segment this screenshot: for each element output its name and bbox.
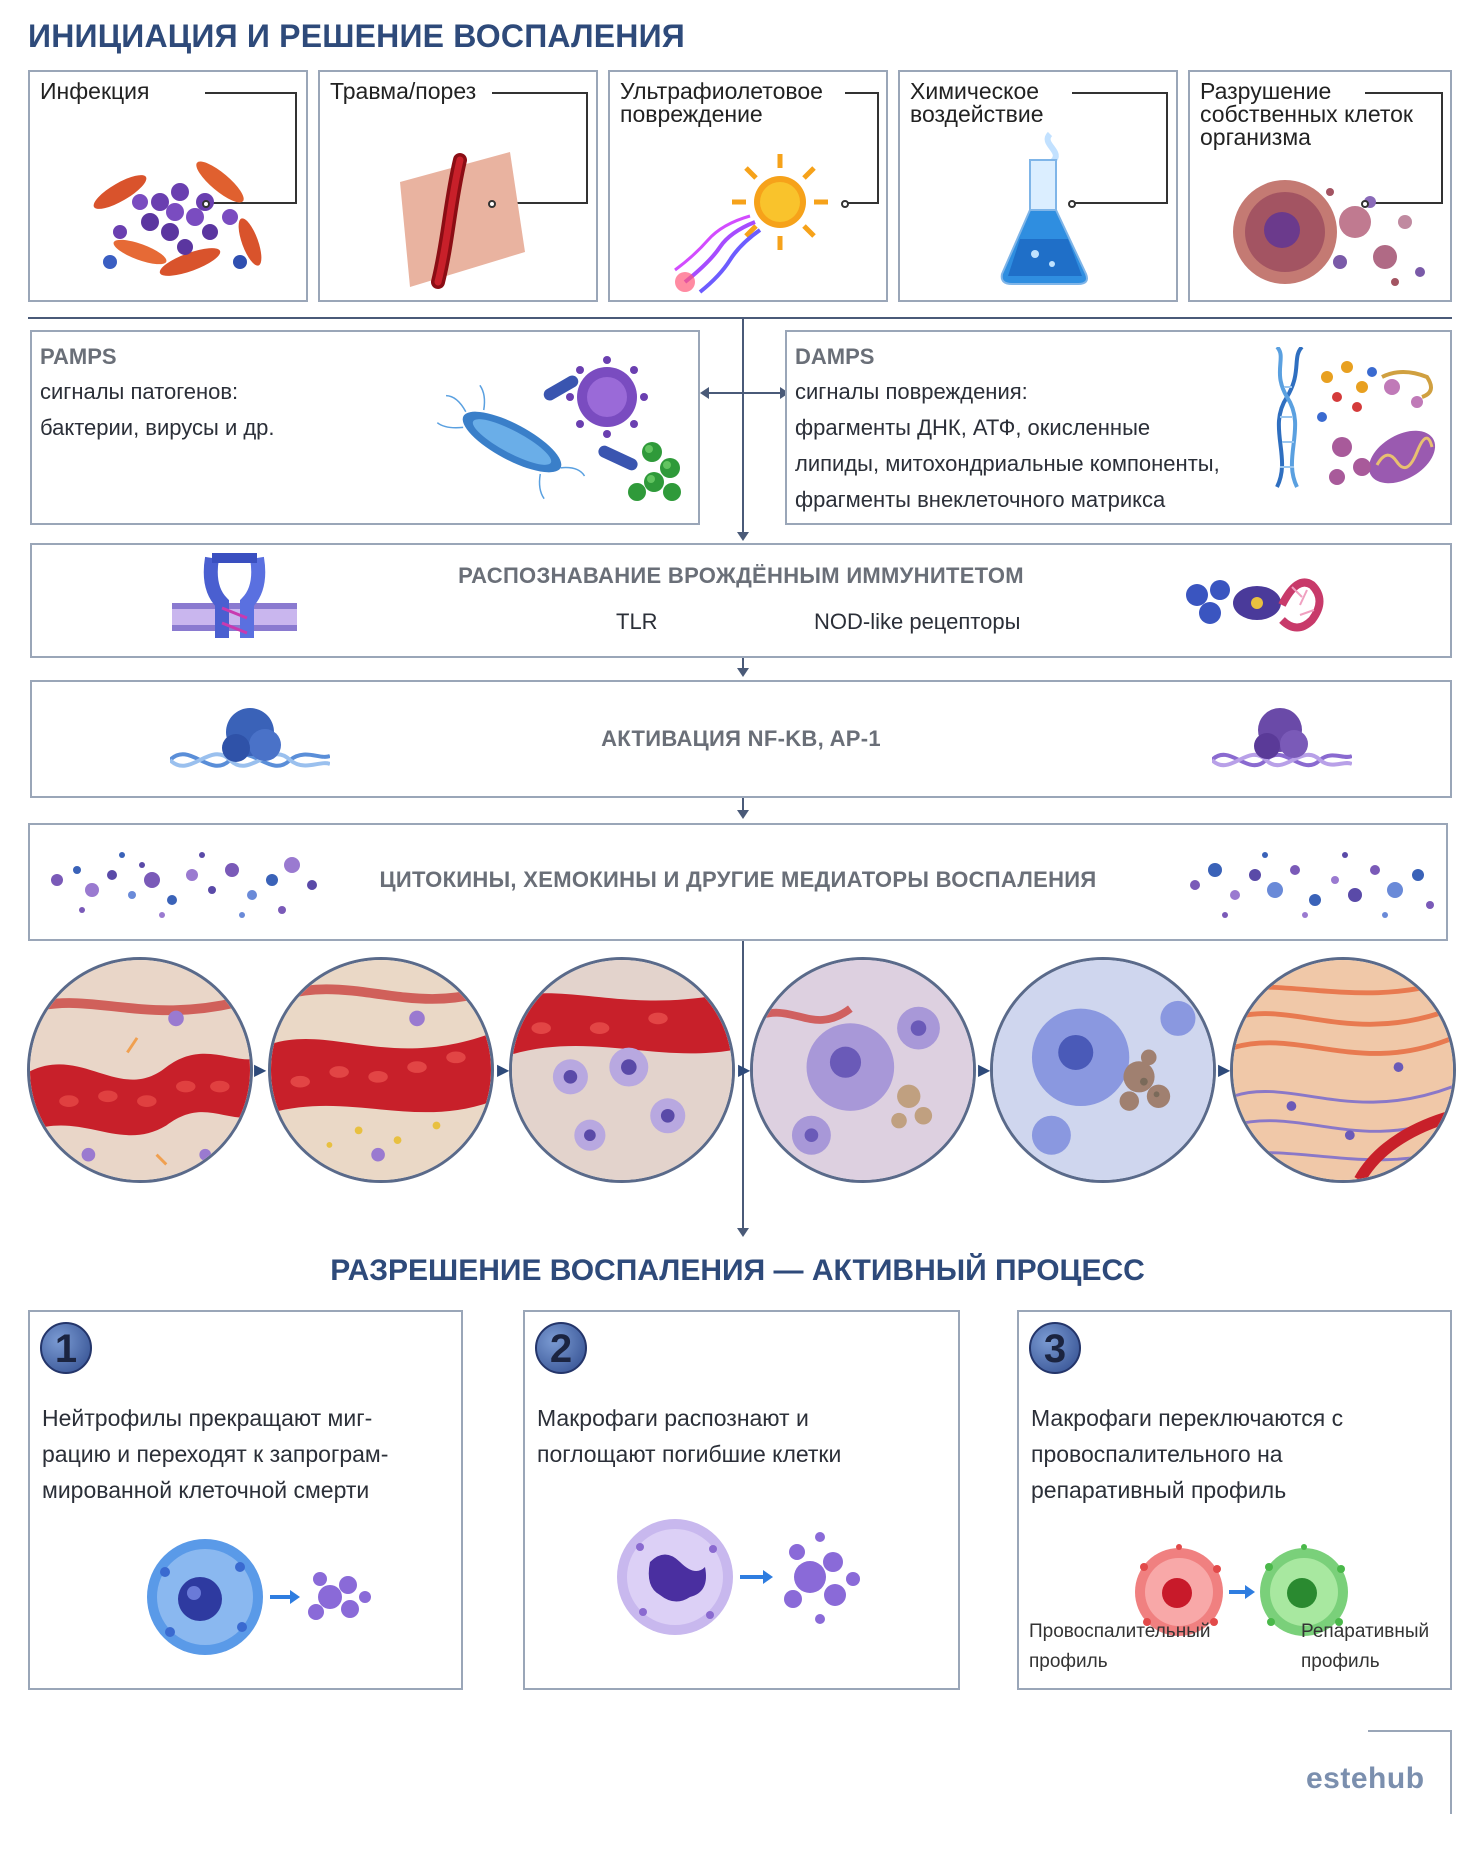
- pathogens-icon: [436, 356, 681, 501]
- cause-label: Инфекция: [40, 78, 150, 104]
- neutrophil-apoptosis-icon: [147, 1539, 371, 1655]
- damps-heading: DAMPS: [795, 344, 875, 369]
- arrow-icon: [737, 668, 749, 677]
- cause-label: Травма/порез: [330, 78, 477, 104]
- brand-logo[interactable]: estehub: [1306, 1762, 1425, 1795]
- flask-icon: [1000, 131, 1088, 285]
- sun-icon: [674, 154, 828, 294]
- cause-cell-damage-card: Разрушение собственных клеток организма: [1188, 70, 1452, 302]
- damps-line: липиды, митохондриальные компоненты,: [795, 451, 1220, 476]
- tlr-receptor-icon: [172, 553, 297, 638]
- flow-line: [742, 798, 744, 810]
- recognition-card: РАСПОЗНАВАНИЕ ВРОЖДЁННЫМ ИММУНИТЕТОМ TLR…: [30, 543, 1452, 658]
- activation-card: АКТИВАЦИЯ NF-KB, AP-1: [30, 680, 1452, 798]
- nod-receptor-icon: [1186, 578, 1324, 632]
- profile-pro-label: Провоспалительный: [1029, 1621, 1211, 1642]
- step-text-line: репаративный профиль: [1031, 1477, 1287, 1503]
- activation-title: АКТИВАЦИЯ NF-KB, AP-1: [601, 726, 881, 751]
- nfkb-dna-icon: [170, 708, 330, 768]
- profile-pro-label: профиль: [1029, 1651, 1108, 1672]
- stage-tissue-repair-image: [1230, 957, 1456, 1183]
- bacteria-icon: [93, 161, 262, 276]
- stage-debris-clearance-image: [990, 957, 1216, 1183]
- cause-infection-card: Инфекция: [28, 70, 308, 302]
- page-title: ИНИЦИАЦИЯ И РЕШЕНИЕ ВОСПАЛЕНИЯ: [28, 18, 685, 54]
- arrow-right-icon: ▶: [978, 1062, 991, 1079]
- cause-chemical-card: Химическое воздействие: [898, 70, 1178, 302]
- mediators-title: ЦИТОКИНЫ, ХЕМОКИНЫ И ДРУГИЕ МЕДИАТОРЫ ВО…: [379, 867, 1097, 892]
- arrow-right-icon: ▶: [738, 1062, 751, 1079]
- wound-icon: [400, 152, 525, 289]
- arrow-icon: [737, 1228, 749, 1237]
- step-text-line: рацию и переходят к запрограм-: [42, 1441, 389, 1467]
- flow-line: [742, 941, 744, 1231]
- mediators-left-icon: [51, 852, 317, 918]
- logo-frame: [1368, 1730, 1452, 1814]
- stage-phagocytosis-image: [750, 957, 976, 1183]
- ap1-dna-icon: [1212, 708, 1352, 768]
- resolution-step-3-card: 3 Макрофаги переключаются с провоспалите…: [1017, 1310, 1452, 1690]
- arrow-right-icon: ▶: [254, 1062, 267, 1079]
- damps-line: фрагменты внеклеточного матрикса: [795, 487, 1166, 512]
- stage-leukocyte-migration-image: [509, 957, 735, 1183]
- pamps-line: сигналы патогенов:: [40, 379, 239, 404]
- mediators-right-icon: [1190, 852, 1434, 918]
- resolution-step-1-card: 1 Нейтрофилы прекращают миг- рацию и пер…: [28, 1310, 463, 1690]
- flow-line: [708, 392, 780, 394]
- stage-vasodilation-image: [27, 957, 253, 1183]
- stage-permeability-image: [268, 957, 494, 1183]
- arrow-left-icon: [700, 387, 709, 399]
- mediators-card: ЦИТОКИНЫ, ХЕМОКИНЫ И ДРУГИЕ МЕДИАТОРЫ ВО…: [28, 823, 1448, 941]
- flow-line: [742, 658, 744, 670]
- profile-rep-label: Репаративный: [1301, 1621, 1430, 1642]
- macrophage-efferocytosis-icon: [617, 1519, 860, 1635]
- arrow-icon: [737, 810, 749, 819]
- divider-line: [28, 317, 1452, 319]
- receptor-tlr: TLR: [616, 609, 658, 634]
- resolution-title: РАЗРЕШЕНИЕ ВОСПАЛЕНИЯ — АКТИВНЫЙ ПРОЦЕСС: [330, 1254, 1145, 1287]
- macrophage-polarization-icon: [1135, 1544, 1348, 1636]
- arrow-right-icon: [780, 387, 789, 399]
- damps-line: сигналы повреждения:: [795, 379, 1028, 404]
- arrow-right-icon: ▶: [1218, 1062, 1231, 1079]
- step-text-line: Нейтрофилы прекращают миг-: [42, 1405, 373, 1431]
- profile-rep-label: профиль: [1301, 1651, 1380, 1672]
- damps-card: DAMPS сигналы повреждения: фрагменты ДНК…: [785, 330, 1452, 525]
- resolution-step-2-card: 2 Макрофаги распознают и поглощают погиб…: [523, 1310, 960, 1690]
- damage-molecules-icon: [1275, 347, 1436, 488]
- step-text-line: мированной клеточной смерти: [42, 1477, 370, 1503]
- step-text-line: провоспалительного на: [1031, 1441, 1283, 1467]
- cause-label: Химическое воздействие: [910, 78, 1044, 127]
- pamps-line: бактерии, вирусы и др.: [40, 415, 275, 440]
- step-number-badge: 2: [535, 1322, 587, 1374]
- damaged-cell-icon: [1233, 180, 1425, 286]
- step-text-line: Макрофаги переключаются с: [1031, 1405, 1344, 1431]
- cause-trauma-card: Травма/порез: [318, 70, 598, 302]
- step-text-line: Макрофаги распознают и: [537, 1405, 809, 1431]
- pamps-heading: PAMPS: [40, 344, 117, 369]
- recognition-title: РАСПОЗНАВАНИЕ ВРОЖДЁННЫМ ИММУНИТЕТОМ: [458, 563, 1024, 588]
- step-number-badge: 3: [1029, 1322, 1081, 1374]
- arrow-right-icon: ▶: [497, 1062, 510, 1079]
- flow-line: [742, 317, 744, 533]
- arrow-icon: [737, 532, 749, 541]
- cause-label: Ультрафиолетовое повреждение: [620, 78, 823, 127]
- pamps-card: PAMPS сигналы патогенов: бактерии, вирус…: [30, 330, 700, 525]
- cause-uv-card: Ультрафиолетовое повреждение: [608, 70, 888, 302]
- damps-line: фрагменты ДНК, АТФ, окисленные: [795, 415, 1151, 440]
- step-number-badge: 1: [40, 1322, 92, 1374]
- receptor-nod: NOD-like рецепторы: [814, 609, 1021, 634]
- step-text-line: поглощают погибшие клетки: [537, 1441, 842, 1467]
- cause-label: Разрушение собственных клеток организма: [1200, 78, 1413, 150]
